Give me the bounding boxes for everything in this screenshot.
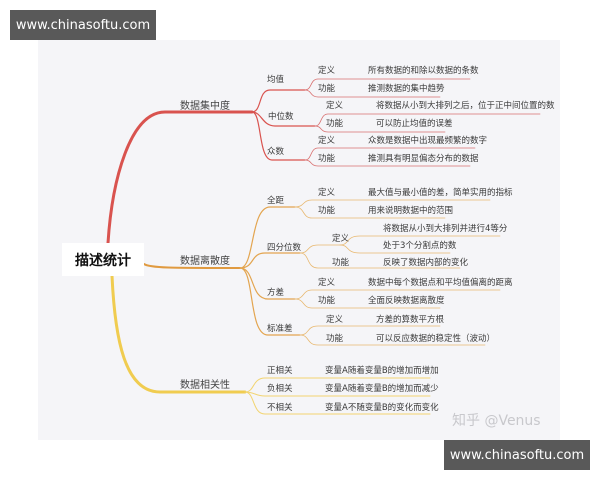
mean-func-key: 功能 [318, 84, 336, 94]
branch-central-tendency[interactable]: 数据集中度 [180, 101, 230, 112]
root-node[interactable]: 描述统计 [62, 243, 144, 276]
negative-correlation-desc: 变量A随着变量B的增加而减少 [325, 384, 439, 394]
node-positive-correlation[interactable]: 正相关 [267, 366, 293, 376]
watermark-top: www.chinasoftu.com [10, 10, 156, 40]
mean-def-value: 所有数据的和除以数据的条数 [368, 66, 479, 76]
node-mean[interactable]: 均值 [267, 75, 285, 85]
range-def-value: 最大值与最小值的差，简单实用的指标 [368, 188, 513, 198]
node-range[interactable]: 全距 [267, 196, 285, 206]
stddev-def-value: 方差的算数平方根 [376, 315, 445, 325]
node-variance[interactable]: 方差 [267, 288, 285, 298]
mode-func-key: 功能 [318, 154, 336, 164]
range-func-key: 功能 [318, 206, 336, 216]
node-quartile[interactable]: 四分位数 [267, 243, 302, 253]
node-no-correlation[interactable]: 不相关 [267, 403, 293, 413]
mode-func-value: 推测具有明显偏态分布的数据 [368, 154, 479, 164]
median-func-value: 可以防止均值的误差 [376, 119, 453, 129]
branch-dispersion[interactable]: 数据离散度 [180, 256, 230, 267]
median-func-key: 功能 [326, 119, 344, 129]
quartile-def-value-2: 处于3个分割点的数 [383, 241, 457, 251]
quartile-func-key: 功能 [332, 258, 350, 268]
no-correlation-desc: 变量A不随变量B的变化而变化 [325, 403, 439, 413]
quartile-def-value-1: 将数据从小到大排列并进行4等分 [383, 224, 508, 234]
range-func-value: 用来说明数据中的范围 [368, 206, 454, 216]
node-negative-correlation[interactable]: 负相关 [267, 384, 293, 394]
variance-def-key: 定义 [318, 278, 336, 288]
mode-def-key: 定义 [318, 136, 336, 146]
mindmap-canvas [38, 40, 560, 440]
mean-def-key: 定义 [318, 66, 336, 76]
mode-def-value: 众数是数据中出现最频繁的数字 [368, 136, 488, 146]
positive-correlation-desc: 变量A随着变量B的增加而增加 [325, 366, 439, 376]
branch-correlation[interactable]: 数据相关性 [180, 380, 230, 391]
median-def-key: 定义 [326, 101, 344, 111]
node-std-dev[interactable]: 标准差 [267, 324, 293, 334]
stddev-def-key: 定义 [326, 315, 344, 325]
watermark-bottom: www.chinasoftu.com [444, 440, 590, 470]
median-def-value: 将数据从小到大排列之后，位于正中间位置的数 [376, 101, 555, 111]
node-mode[interactable]: 众数 [267, 147, 285, 157]
variance-def-value: 数据中每个数据点和平均值偏离的距离 [368, 278, 513, 288]
quartile-func-value: 反映了数据内部的变化 [383, 258, 469, 268]
variance-func-value: 全面反映数据离散度 [368, 296, 445, 306]
quartile-def-key: 定义 [332, 234, 350, 244]
mean-func-value: 推测数据的集中趋势 [368, 84, 445, 94]
stddev-func-value: 可以反应数据的稳定性（波动） [376, 334, 496, 344]
node-median[interactable]: 中位数 [268, 112, 294, 122]
zhihu-credit: 知乎 @Venus [452, 413, 541, 429]
range-def-key: 定义 [318, 188, 336, 198]
variance-func-key: 功能 [318, 296, 336, 306]
stddev-func-key: 功能 [326, 334, 344, 344]
